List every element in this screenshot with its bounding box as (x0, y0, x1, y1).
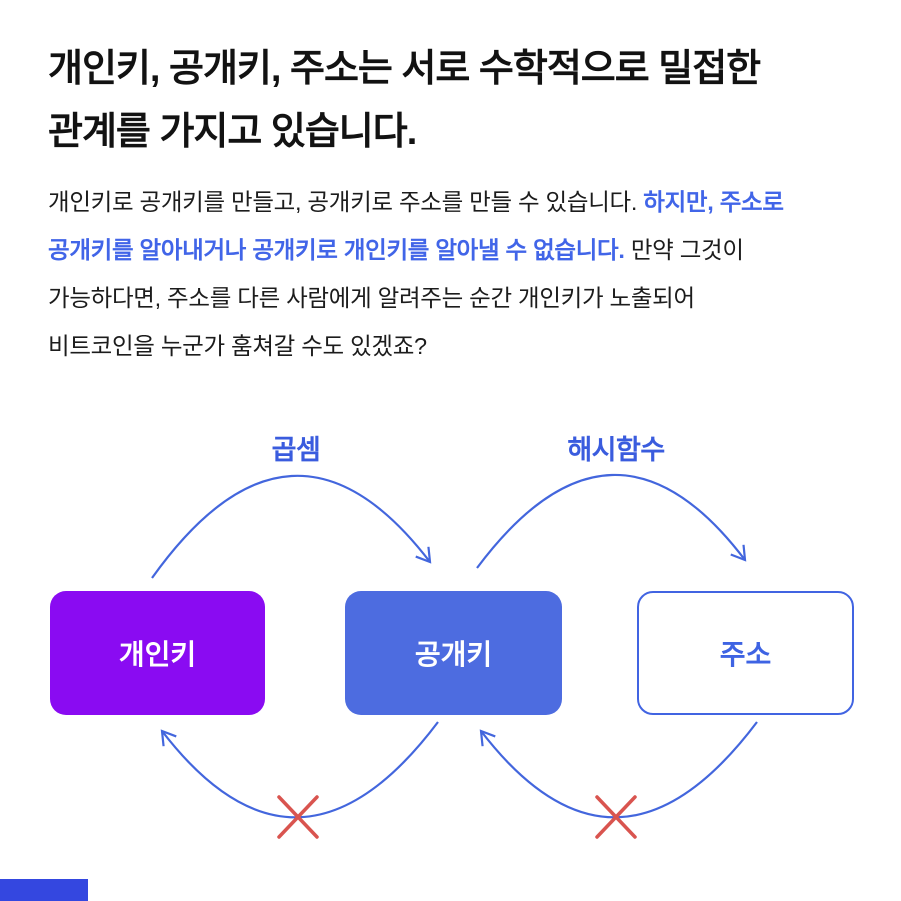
page-title: 개인키, 공개키, 주소는 서로 수학적으로 밀접한 관계를 가지고 있습니다. (48, 38, 761, 164)
hash-function-arrow-label: 해시함수 (567, 435, 665, 465)
title-line-2: 관계를 가지고 있습니다. (48, 111, 417, 153)
multiplication-arrow-label: 곱셈 (271, 435, 321, 465)
body-line-3: 가능하다면, 주소를 다른 사람에게 알려주는 순간 개인키가 노출되어 (48, 285, 695, 311)
body-text-highlight: 하지만, 주소로 (643, 189, 784, 215)
body-line-1: 개인키로 공개키를 만들고, 공개키로 주소를 만들 수 있습니다. 하지만, … (48, 178, 784, 226)
address-node: 주소 (637, 591, 854, 715)
body-text-normal: 개인키로 공개키를 만들고, 공개키로 주소를 만들 수 있습니다. (48, 189, 644, 215)
private-key-node: 개인키 (50, 591, 265, 715)
body-text-normal: 만약 그것이 (624, 237, 744, 263)
body-line-2: 공개키를 알아내거나 공개키로 개인키를 알아낼 수 없습니다. 만약 그것이 (48, 226, 784, 274)
title-line-1: 개인키, 공개키, 주소는 서로 수학적으로 밀접한 (48, 48, 761, 90)
x-mark-icon (277, 795, 319, 839)
body-text-highlight: 공개키를 알아내거나 공개키로 개인키를 알아낼 수 없습니다. (48, 237, 625, 263)
multiplication-forward-arrow (151, 474, 432, 579)
blocked-arrow-public-to-private (160, 721, 439, 819)
x-mark-icon (595, 795, 637, 839)
public-key-node: 공개키 (345, 591, 562, 715)
footer-accent-bar (0, 879, 88, 901)
hash-forward-arrow (476, 473, 747, 569)
body-paragraph: 개인키로 공개키를 만들고, 공개키로 주소를 만들 수 있습니다. 하지만, … (48, 178, 784, 370)
body-line-4: 비트코인을 누군가 훔쳐갈 수도 있겠죠? (48, 333, 427, 359)
blocked-arrow-address-to-public (479, 721, 758, 819)
